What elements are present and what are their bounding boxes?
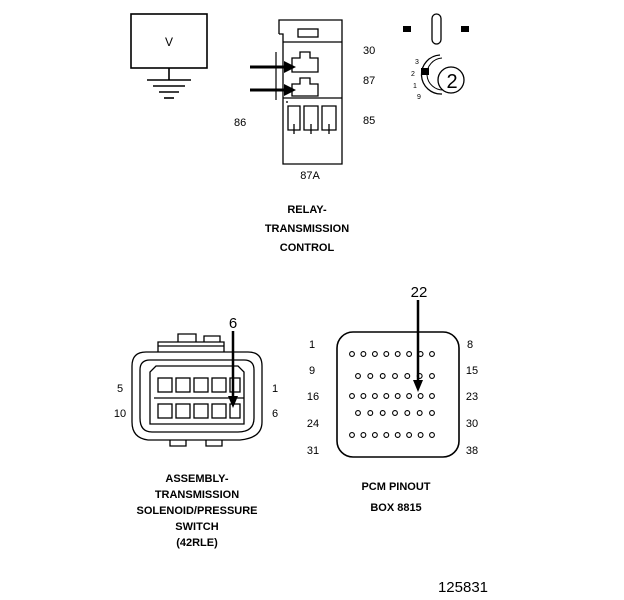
pcm-pin-hole	[406, 393, 413, 399]
pcm-right-label-5: 38	[466, 445, 478, 457]
relay-caption-line-3: CONTROL	[280, 242, 335, 254]
solenoid-right-top-label: 1	[272, 383, 278, 395]
relay-probe-arrows	[250, 52, 296, 100]
pcm-pin-hole	[367, 410, 374, 416]
voltmeter-symbol	[130, 13, 208, 99]
solenoid-caption-line-1: ASSEMBLY-	[165, 473, 229, 485]
pcm-pin-hole	[371, 393, 378, 399]
pcm-pin-hole	[406, 351, 413, 357]
figure-id: 125831	[438, 579, 488, 596]
pcm-pin-arrow	[413, 300, 423, 392]
relay-pin-86: 86	[234, 117, 246, 129]
pcm-left-label-1: 1	[309, 339, 315, 351]
pcm-pin-hole	[349, 432, 355, 438]
solenoid-caption-line-3: SOLENOID/PRESSURE	[136, 505, 257, 517]
pcm-pin-hole	[416, 410, 423, 416]
pcm-pin-hole	[394, 393, 401, 399]
relay-caption-line-2: TRANSMISSION	[265, 223, 349, 235]
pcm-pin-hole	[349, 351, 355, 357]
voltmeter-label: V	[165, 35, 173, 49]
pcm-pin-hole	[429, 373, 435, 379]
pcm-pin-hole	[355, 373, 361, 379]
pcm-pin-hole	[349, 393, 355, 399]
pcm-pin-hole	[394, 351, 401, 357]
solenoid-pin-arrow	[228, 331, 238, 408]
relay-pin-87a: 87A	[300, 170, 320, 182]
probe-terminal-detail	[403, 13, 469, 95]
pcm-pin-hole	[394, 432, 401, 438]
pcm-pin-hole	[360, 393, 367, 399]
solenoid-left-bottom-label: 10	[114, 408, 126, 420]
solenoid-left-top-label: 5	[117, 383, 123, 395]
relay-pin-30: 30	[363, 45, 375, 57]
pcm-pin-hole	[383, 393, 390, 399]
pcm-pin-hole	[417, 393, 424, 399]
probe-number: 2	[446, 71, 457, 93]
pcm-right-label-2: 15	[466, 365, 478, 377]
solenoid-caption-line-5: (42RLE)	[176, 537, 218, 549]
pcm-pin-hole	[379, 410, 386, 416]
pcm-pin-grid	[349, 351, 435, 438]
pcm-left-label-3: 16	[307, 391, 319, 403]
relay-pin-85: 85	[363, 115, 375, 127]
probe-position-1: 1	[413, 83, 417, 90]
solenoid-right-bottom-label: 6	[272, 408, 278, 420]
pcm-pin-hole	[404, 410, 411, 416]
solenoid-caption-line-4: SWITCH	[175, 521, 218, 533]
pcm-left-label-2: 9	[309, 365, 315, 377]
solenoid-caption-line-2: TRANSMISSION	[155, 489, 239, 501]
pcm-pin-hole	[379, 373, 386, 379]
pcm-pin-hole	[392, 410, 398, 416]
relay-caption-line-1: RELAY-	[287, 204, 327, 216]
pcm-pin-hole	[429, 410, 435, 416]
pcm-right-label-1: 8	[467, 339, 473, 351]
pcm-pin-hole	[383, 351, 390, 357]
pcm-pin-hole	[355, 410, 361, 416]
pcm-pin-hole	[406, 432, 413, 438]
pcm-pin-hole	[371, 432, 378, 438]
pcm-pin-hole	[404, 373, 411, 379]
solenoid-connector	[131, 333, 263, 447]
probe-position-2: 2	[411, 71, 415, 78]
relay-pin-87: 87	[363, 75, 375, 87]
pcm-pin-hole	[360, 351, 367, 357]
pcm-caption-line-1: PCM PINOUT	[361, 481, 430, 493]
pcm-pin-hole	[383, 432, 390, 438]
pcm-pin-hole	[429, 432, 435, 438]
pcm-pin-hole	[360, 432, 367, 438]
pcm-pin-hole	[392, 373, 398, 379]
pcm-pinout-box	[336, 331, 460, 458]
relay-connector	[278, 19, 343, 165]
probe-position-3: 3	[415, 59, 419, 66]
probe-position-9: 9	[417, 94, 421, 101]
pcm-pin-hole	[429, 351, 435, 357]
pcm-left-label-4: 24	[307, 418, 319, 430]
pcm-caption-line-2: BOX 8815	[370, 502, 421, 514]
pcm-pin-hole	[417, 432, 424, 438]
pcm-right-label-4: 30	[466, 418, 478, 430]
pcm-pin-hole	[429, 393, 435, 399]
pcm-right-label-3: 23	[466, 391, 478, 403]
pcm-pin-hole	[367, 373, 374, 379]
solenoid-pin-callout: 6	[229, 315, 237, 332]
pcm-pin-callout: 22	[411, 284, 428, 301]
pcm-pin-hole	[371, 351, 378, 357]
pcm-left-label-5: 31	[307, 445, 319, 457]
